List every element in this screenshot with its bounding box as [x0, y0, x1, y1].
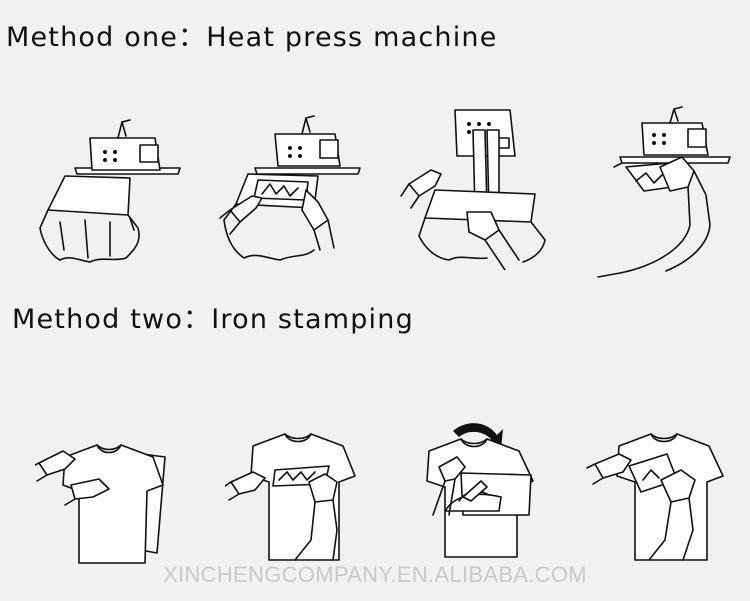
- method-two-heading: Method two：Iron stamping: [12, 304, 414, 335]
- watermark: XINCHENGCOMPANY.EN.ALIBABA.COM: [163, 562, 587, 587]
- heat-press-step-4-illustration: [590, 105, 750, 280]
- method-one-heading: Method one：Heat press machine: [6, 22, 498, 53]
- iron-stamping-step-4-illustration: [585, 420, 745, 565]
- iron-stamping-step-2-illustration: [225, 420, 385, 565]
- iron-stamping-step-3-illustration: [405, 415, 555, 565]
- heat-press-step-3-illustration: [395, 100, 560, 270]
- heat-press-step-2-illustration: [210, 110, 370, 270]
- iron-stamping-step-1-illustration: [35, 425, 205, 570]
- heat-press-step-1-illustration: [30, 110, 190, 270]
